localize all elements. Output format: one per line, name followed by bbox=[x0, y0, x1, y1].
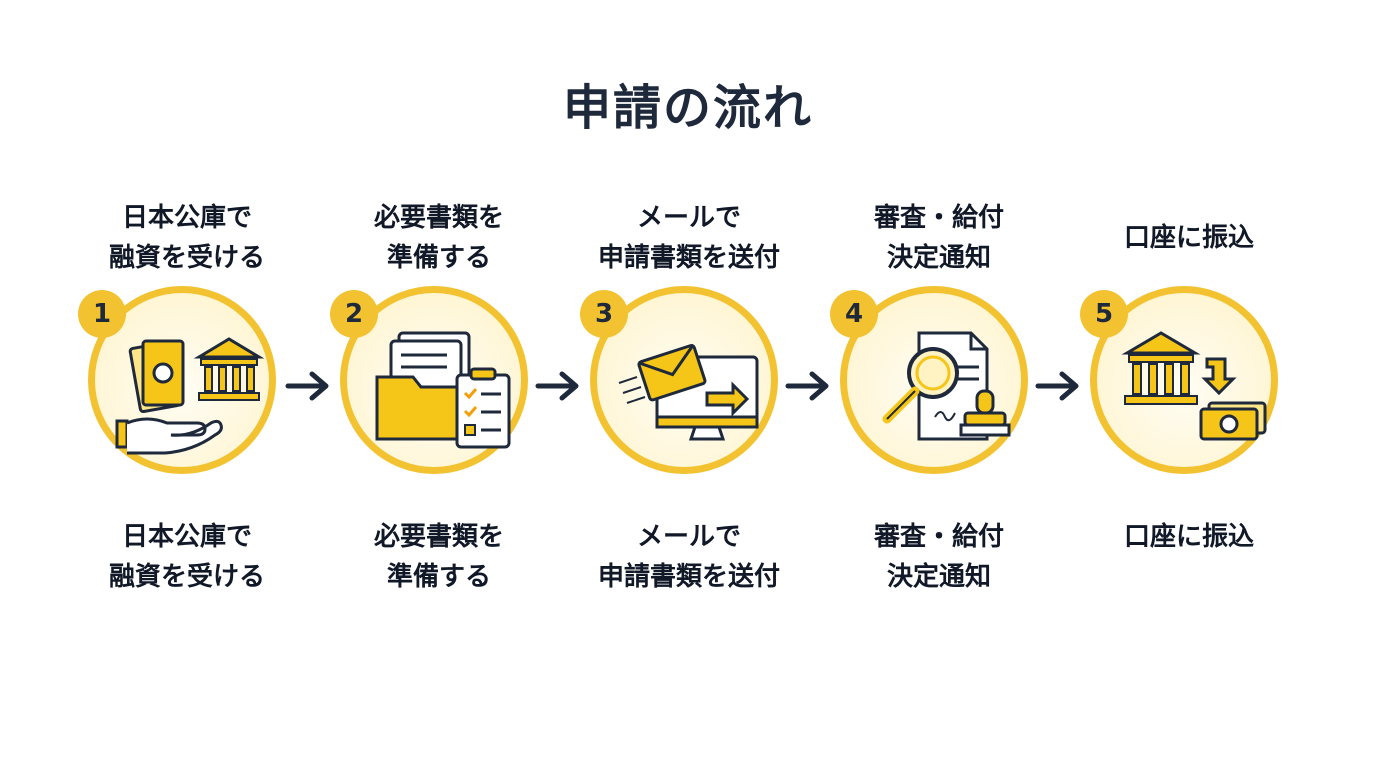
page-title: 申請の流れ bbox=[562, 80, 813, 136]
step-2-label-bottom: 必要書類を 準備する bbox=[373, 522, 504, 592]
folder-documents-checklist-icon bbox=[375, 331, 511, 449]
step-2-label-top: 必要書類を 準備する bbox=[373, 203, 504, 273]
arrow-right-icon bbox=[785, 371, 829, 401]
arrow-right-icon bbox=[535, 371, 579, 401]
step-5-number-badge: 5 bbox=[1080, 290, 1128, 338]
arrow-right-icon bbox=[1035, 371, 1079, 401]
step-3-label-top: メールで 申請書類を送付 bbox=[597, 203, 780, 273]
step-2-number-badge: 2 bbox=[330, 290, 378, 338]
step-4: 審査・給付 決定通知 4 審査・給付 決定通知 bbox=[814, 0, 1064, 768]
step-2: 必要書類を 準備する 2 必要書類を 準備する bbox=[314, 0, 564, 768]
step-1: 日本公庫で 融資を受ける 1 日本公庫で 融資を受ける bbox=[62, 0, 312, 768]
step-5-label-top: 口座に振込 bbox=[1123, 223, 1254, 253]
step-1-number-badge: 1 bbox=[78, 290, 126, 338]
step-3-label-bottom: メールで 申請書類を送付 bbox=[597, 522, 780, 592]
step-5: 口座に振込 5 口座に振込 bbox=[1064, 0, 1314, 768]
step-4-number-badge: 4 bbox=[830, 290, 878, 338]
step-5-label-bottom: 口座に振込 bbox=[1123, 522, 1254, 552]
magnifier-document-stamp-icon bbox=[882, 331, 1011, 441]
step-1-label-bottom: 日本公庫で 融資を受ける bbox=[108, 522, 265, 592]
step-3: メールで 申請書類を送付 3 メールで 申請書類を送付 bbox=[564, 0, 814, 768]
bank-transfer-money-icon bbox=[1121, 331, 1267, 441]
bank-money-hand-icon bbox=[115, 337, 265, 455]
step-2-circle bbox=[340, 286, 528, 474]
arrow-right-icon bbox=[285, 371, 329, 401]
step-1-label-top: 日本公庫で 融資を受ける bbox=[108, 203, 265, 273]
step-4-label-top: 審査・給付 決定通知 bbox=[873, 203, 1004, 273]
email-monitor-send-icon bbox=[618, 343, 759, 441]
step-4-label-bottom: 審査・給付 決定通知 bbox=[873, 522, 1004, 592]
step-3-number-badge: 3 bbox=[580, 290, 628, 338]
